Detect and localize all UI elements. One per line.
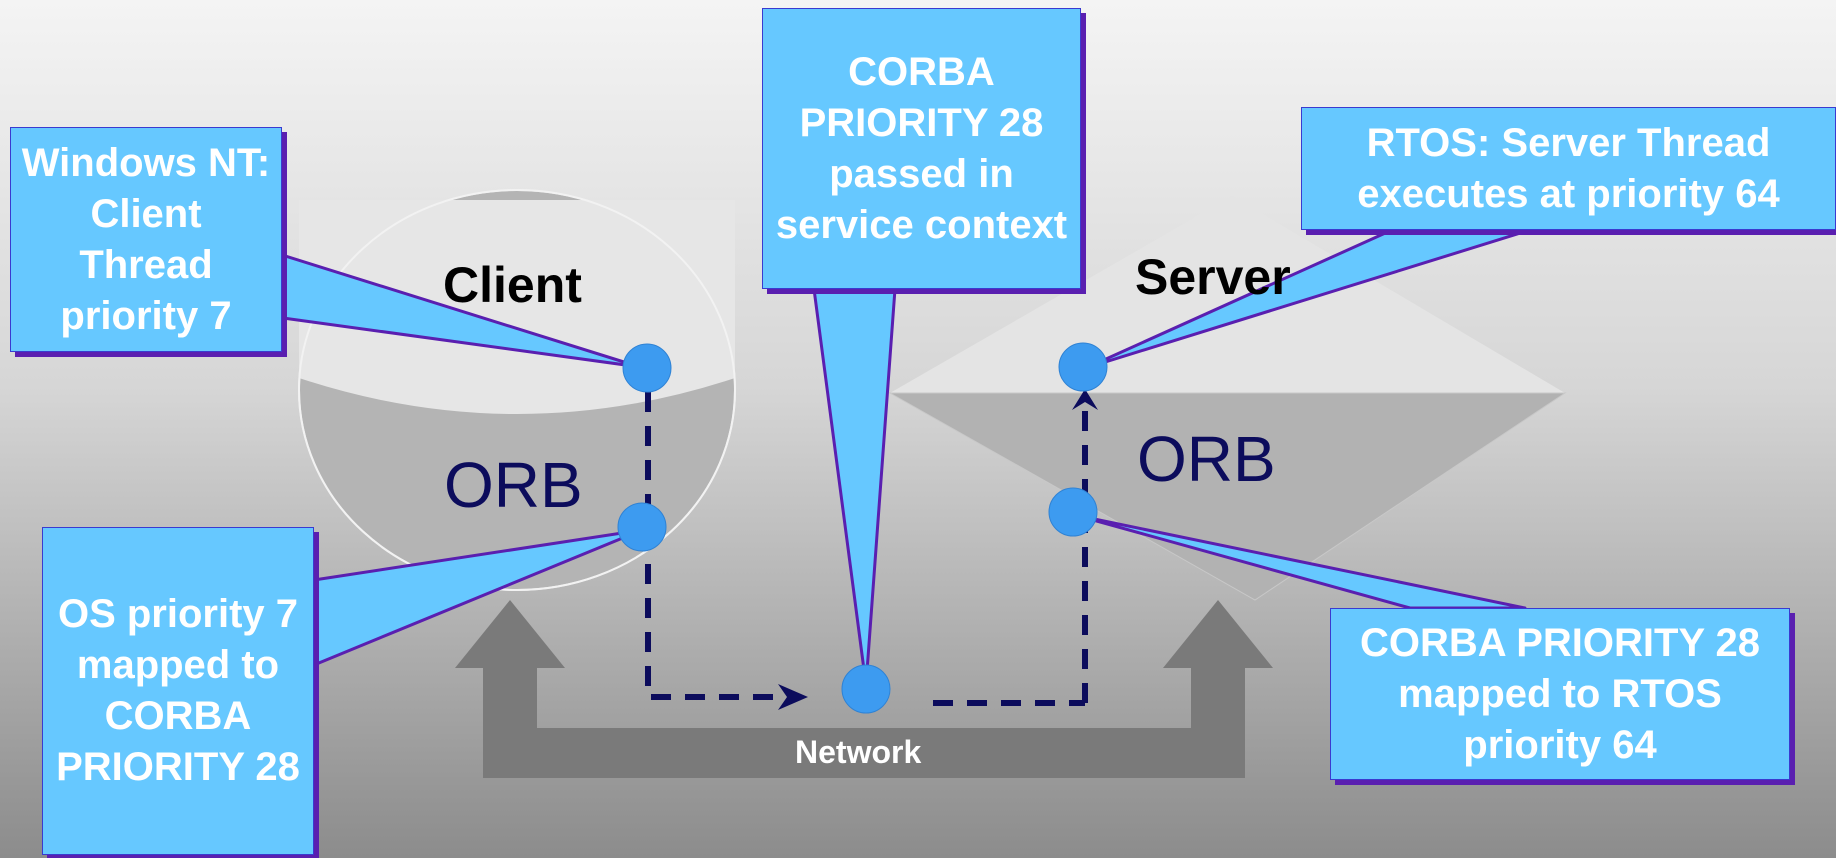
server-thread-dot bbox=[1058, 342, 1108, 392]
pointer-server-thread bbox=[1084, 228, 1532, 370]
pointer-service-context bbox=[812, 287, 897, 687]
callout-os-mapping: OS priority 7 mapped to CORBA PRIORITY 2… bbox=[42, 527, 314, 855]
callout-rtos-mapping: CORBA PRIORITY 28 mapped to RTOS priorit… bbox=[1330, 608, 1790, 780]
callout-server-thread: RTOS: Server Thread executes at priority… bbox=[1301, 107, 1836, 230]
pointer-client-thread bbox=[280, 253, 642, 369]
callout-client-thread: Windows NT: Client Thread priority 7 bbox=[10, 127, 282, 352]
network-arrow bbox=[455, 600, 1273, 778]
callout-service-context: CORBA PRIORITY 28 passed in service cont… bbox=[762, 8, 1081, 289]
arrowhead-server bbox=[1072, 389, 1098, 410]
network-label: Network bbox=[795, 734, 922, 770]
network-dot bbox=[841, 664, 891, 714]
client-orb-dot bbox=[617, 502, 667, 552]
client-orb-shape bbox=[298, 189, 736, 591]
client-thread-dot bbox=[622, 343, 672, 393]
client-label: Client bbox=[443, 257, 582, 313]
pointer-os-mapping bbox=[312, 528, 644, 667]
client-orb-label: ORB bbox=[444, 449, 583, 521]
server-orb-label: ORB bbox=[1137, 423, 1276, 495]
server-orb-dot bbox=[1048, 487, 1098, 537]
arrowhead-network bbox=[778, 684, 808, 710]
server-label: Server bbox=[1135, 249, 1291, 305]
